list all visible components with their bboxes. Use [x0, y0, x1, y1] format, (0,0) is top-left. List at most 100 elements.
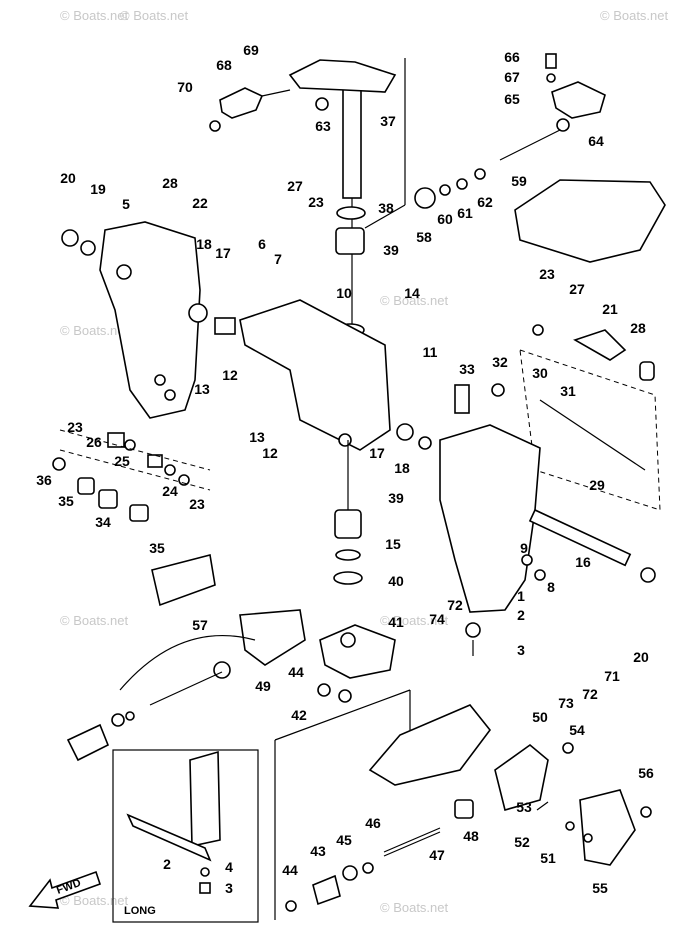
tilt-stopper: [414, 53, 666, 263]
callout-label: 39: [383, 242, 399, 258]
callout-label: 55: [592, 880, 608, 896]
watermark: © Boats.net: [60, 893, 129, 908]
callout-label: 5: [122, 196, 130, 212]
callout-label: 48: [463, 828, 479, 844]
lower-bolt-assembly: [274, 689, 474, 920]
callout-label: 20: [60, 170, 76, 186]
callout-label: 12: [222, 367, 238, 383]
tilt-tube: [454, 324, 661, 511]
callout-label: 15: [385, 536, 401, 552]
callout-label: 43: [310, 843, 326, 859]
callout-label: 4: [225, 859, 233, 875]
callout-label: 6: [258, 236, 266, 252]
watermark: © Boats.net: [60, 613, 129, 628]
callout-label: 17: [369, 445, 385, 461]
callout-label: 13: [194, 381, 210, 397]
callout-label: 56: [638, 765, 654, 781]
callout-label: 20: [633, 649, 649, 665]
long-shaft-inset: LONG: [112, 749, 259, 923]
callout-label: 16: [575, 554, 591, 570]
callout-label: 31: [560, 383, 576, 399]
callout-label: 11: [423, 344, 438, 360]
callout-label: 36: [36, 472, 52, 488]
callout-label: 33: [459, 361, 475, 377]
callout-label: 34: [95, 514, 111, 530]
callout-label: 58: [416, 229, 432, 245]
callout-label: 40: [388, 573, 404, 589]
callout-label: 68: [216, 57, 232, 73]
steering-cover: [494, 742, 652, 866]
callout-label: 24: [162, 483, 178, 499]
callout-label: 62: [477, 194, 493, 210]
callout-label: 19: [90, 181, 106, 197]
callout-label: 23: [189, 496, 205, 512]
callout-label: 47: [429, 847, 445, 863]
callout-label: 37: [380, 113, 396, 129]
callout-label: 35: [58, 493, 74, 509]
callout-label: 74: [429, 611, 445, 627]
callout-label: 18: [196, 236, 212, 252]
callout-label: 49: [255, 678, 271, 694]
callout-label: 39: [388, 490, 404, 506]
callout-label: 72: [582, 686, 598, 702]
watermarks: © Boats.net © Boats.net © Boats.net © Bo…: [60, 8, 669, 915]
callout-label: 12: [262, 445, 278, 461]
callout-label: 50: [532, 709, 548, 725]
callout-label: 65: [504, 91, 520, 107]
callout-label: 21: [602, 301, 618, 317]
tiller-bracket: [209, 87, 329, 132]
callout-label: 29: [589, 477, 605, 493]
callout-label: 57: [192, 617, 208, 633]
right-clamp-bracket: [439, 424, 656, 656]
callout-label: 73: [558, 695, 574, 711]
callout-label: 27: [569, 281, 585, 297]
lower-housing: [368, 690, 492, 786]
callout-label: 10: [336, 285, 352, 301]
callout-label: 42: [291, 707, 307, 723]
callout-label: 44: [288, 664, 304, 680]
callout-label: 45: [336, 832, 352, 848]
callout-label: 41: [388, 614, 404, 630]
watermark: © Boats.net: [120, 8, 189, 23]
watermark: © Boats.net: [380, 900, 449, 915]
callout-label: 67: [504, 69, 520, 85]
left-clamp-bracket: [61, 221, 208, 419]
callout-label: 61: [457, 205, 473, 221]
callout-label: 46: [365, 815, 381, 831]
callout-label: 14: [404, 285, 420, 301]
callout-label: 23: [67, 419, 83, 435]
callout-label: 44: [282, 862, 298, 878]
callout-label: 69: [243, 42, 259, 58]
callout-label: 51: [540, 850, 556, 866]
watermark: © Boats.net: [600, 8, 669, 23]
callout-label: 22: [192, 195, 208, 211]
left-small-parts: [52, 429, 211, 522]
callout-label: 18: [394, 460, 410, 476]
callout-label: 2: [163, 856, 171, 872]
callout-label: 63: [315, 118, 331, 134]
callout-label: 59: [511, 173, 527, 189]
watermark: © Boats.net: [380, 293, 449, 308]
callout-label: 25: [114, 453, 130, 469]
callout-label: 13: [249, 429, 265, 445]
callout-label: 3: [517, 642, 525, 658]
callout-label: 35: [149, 540, 165, 556]
callout-label: 7: [274, 251, 282, 267]
callout-label: 32: [492, 354, 508, 370]
callout-label: 64: [588, 133, 604, 149]
callout-label: 17: [215, 245, 231, 261]
callout-label: 28: [162, 175, 178, 191]
callout-label: 72: [447, 597, 463, 613]
callout-label: 1: [517, 588, 525, 604]
callout-label: 38: [378, 200, 394, 216]
callout-label: 8: [547, 579, 555, 595]
callout-label: 53: [516, 799, 532, 815]
lower-mount: [66, 554, 306, 762]
swivel-bracket: [214, 299, 432, 451]
callout-label: 54: [569, 722, 585, 738]
callout-label: 3: [225, 880, 233, 896]
callout-label: 28: [630, 320, 646, 336]
watermark: © Boats.net: [60, 323, 129, 338]
callout-label: 60: [437, 211, 453, 227]
